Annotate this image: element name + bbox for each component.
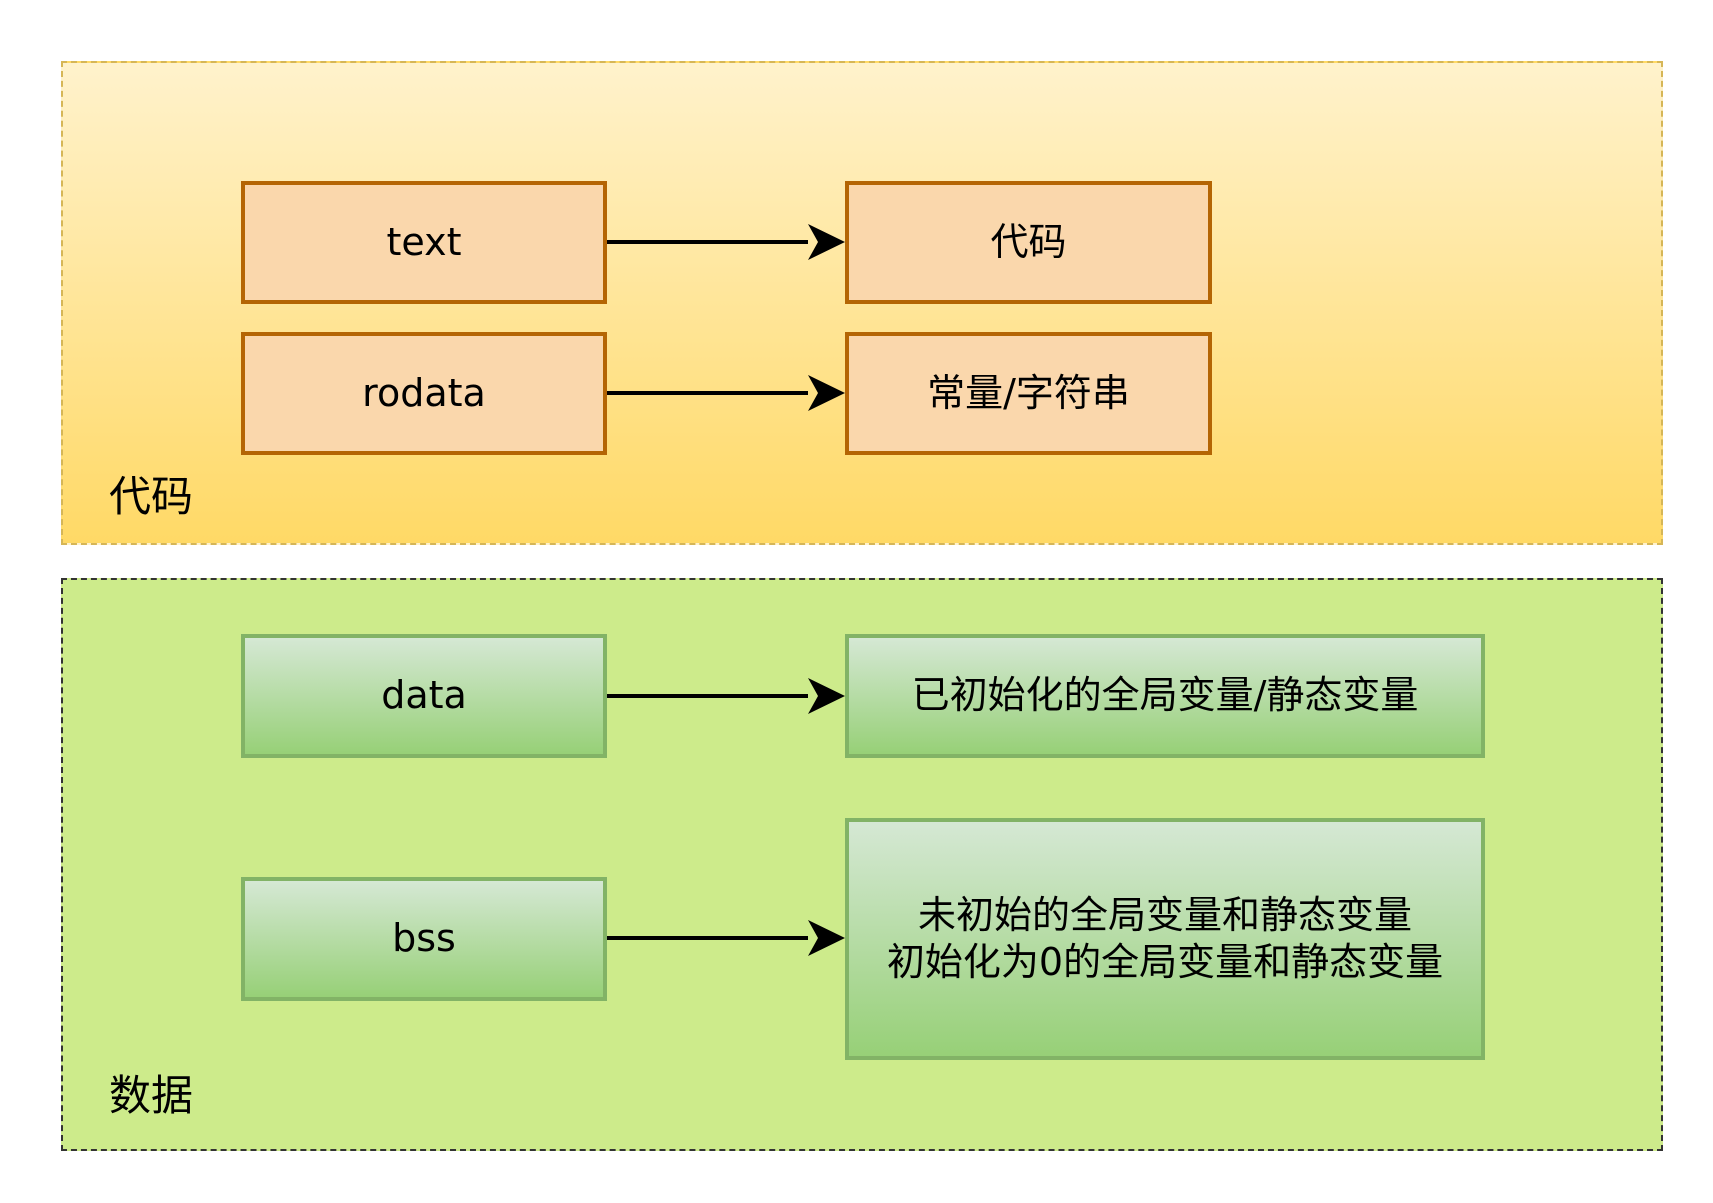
constant-string-box: 常量/字符串 <box>845 332 1212 455</box>
initialized-vars-label: 已初始化的全局变量/静态变量 <box>911 673 1419 718</box>
uninitialized-vars-label: 未初始的全局变量和静态变量 初始化为0的全局变量和静态变量 <box>886 892 1444 985</box>
rodata-section-label: rodata <box>362 370 486 415</box>
data-section-box: data <box>241 634 607 758</box>
code-group-label: 代码 <box>109 472 194 521</box>
code-box: 代码 <box>845 181 1212 304</box>
bss-section-label: bss <box>392 916 456 961</box>
arrow-bss-to-uninit <box>607 920 845 956</box>
uninitialized-vars-box: 未初始的全局变量和静态变量 初始化为0的全局变量和静态变量 <box>845 818 1485 1060</box>
constant-string-label: 常量/字符串 <box>927 370 1130 415</box>
code-label: 代码 <box>990 219 1067 264</box>
arrow-data-to-init <box>607 678 845 714</box>
text-section-label: text <box>386 219 462 264</box>
text-section-box: text <box>241 181 607 304</box>
data-section-label: data <box>381 673 467 718</box>
data-group-label: 数据 <box>109 1071 194 1120</box>
arrow-text-to-code <box>607 224 845 260</box>
rodata-section-box: rodata <box>241 332 607 455</box>
initialized-vars-box: 已初始化的全局变量/静态变量 <box>845 634 1485 758</box>
arrow-rodata-to-const <box>607 375 845 411</box>
bss-section-box: bss <box>241 877 607 1001</box>
